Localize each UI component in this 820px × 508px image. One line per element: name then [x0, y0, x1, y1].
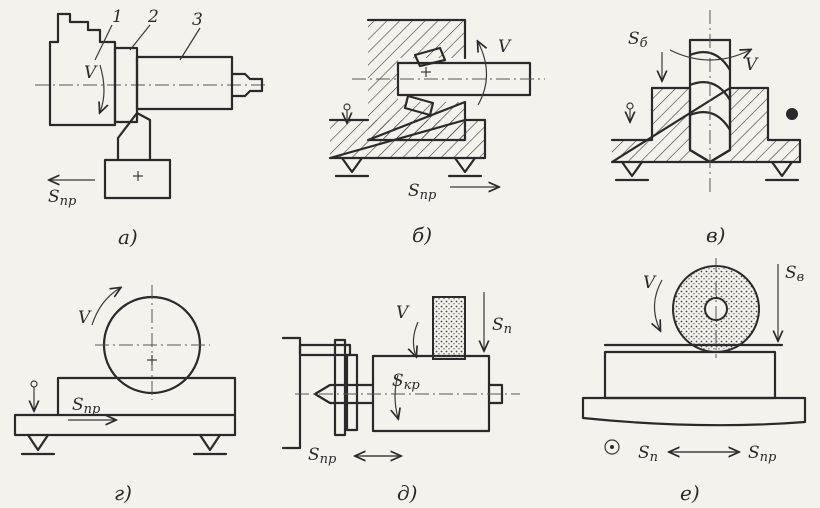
- leader-2: [129, 24, 151, 51]
- tool-holder: [103, 158, 172, 200]
- label-part-1: 1: [112, 7, 123, 27]
- right-center-d: [487, 383, 504, 405]
- clamp-dot-v: [786, 108, 798, 120]
- label-circ-feed-d: Sкр: [392, 371, 420, 393]
- cutter-top: [413, 46, 447, 68]
- table-g: [13, 413, 237, 437]
- driver-dog: [345, 353, 359, 432]
- label-feed-v: Sб: [628, 29, 648, 51]
- part-hatch-left: [612, 88, 690, 162]
- label-feed-b: Sпр: [408, 181, 437, 203]
- caption-b: б): [412, 223, 432, 247]
- label-velocity-a: V: [84, 63, 98, 83]
- part-hatch-right: [730, 88, 800, 162]
- chuck: [48, 12, 117, 127]
- leader-3: [179, 27, 201, 61]
- panel-v-drilling: Sб V в): [610, 10, 802, 247]
- support-left-v: [614, 160, 650, 182]
- part-outline-v: [610, 86, 802, 164]
- cross-feed-symbol-ring: [604, 439, 620, 455]
- rotation-arrow-a: [100, 64, 104, 112]
- boring-bar: [396, 61, 532, 97]
- rotation-arrow-v: [669, 50, 750, 61]
- support-left-b: [334, 156, 370, 178]
- grinding-wheel-d: [432, 296, 466, 360]
- caption-a: а): [118, 225, 138, 249]
- label-cross-feed-e: Sп: [638, 443, 658, 465]
- panel-a-turning: 1 2 3 V Sпр а): [35, 7, 265, 249]
- label-long-feed-d: Sпр: [308, 445, 337, 467]
- caption-d: д): [397, 481, 417, 505]
- leader-1: [94, 24, 113, 61]
- label-feed-a: Sпр: [48, 187, 77, 209]
- panel-b-boring: V Sпр б): [328, 18, 545, 247]
- label-vertical-feed-e: Sв: [785, 263, 804, 285]
- support-right-v: [764, 160, 800, 182]
- caption-e: е): [680, 481, 700, 505]
- clamp-ring-b: [343, 103, 351, 111]
- label-velocity-d: V: [396, 303, 410, 323]
- tailstock-center: [230, 72, 264, 98]
- label-long-feed-e: Sпр: [748, 443, 777, 465]
- support-right-g: [192, 433, 228, 456]
- rotation-arrow-g: [91, 288, 120, 326]
- label-velocity-e: V: [643, 273, 657, 293]
- workpiece-body: [135, 55, 234, 111]
- panel-e-surface-grinding: V Sв Sп Sпр е): [581, 258, 807, 505]
- table-e: [581, 396, 807, 427]
- circular-feed-arrow: [395, 374, 398, 418]
- support-left-g: [20, 433, 56, 456]
- support-right-b: [447, 156, 483, 178]
- label-part-3: 3: [192, 10, 203, 30]
- panel-g-milling: V Sпр г): [13, 285, 237, 505]
- clamp-ring-v: [626, 102, 634, 110]
- caption-g: г): [114, 481, 132, 505]
- label-feed-g: Sпр: [72, 395, 101, 417]
- clamp-ring-g: [30, 380, 38, 388]
- label-velocity-v: V: [745, 55, 759, 75]
- drill-flutes: [688, 51, 732, 132]
- label-velocity-b: V: [498, 37, 512, 57]
- workpiece-e: [603, 350, 777, 400]
- drill-body: [688, 38, 732, 164]
- label-part-2: 2: [147, 7, 159, 27]
- headstock-d: [281, 336, 302, 450]
- label-velocity-g: V: [78, 308, 92, 328]
- drive-plate: [298, 343, 352, 357]
- panel-d-grinding: V Sп Sкр Sпр д): [281, 292, 520, 505]
- rotation-arrow-e: [654, 279, 663, 330]
- caption-v: в): [706, 223, 725, 247]
- rotation-arrow-b: [478, 42, 487, 106]
- workpiece-g: [56, 376, 237, 417]
- label-cross-feed-d: Sп: [492, 315, 512, 337]
- cutting-tool-tip: [116, 111, 152, 162]
- driver-disc: [333, 338, 347, 437]
- rotation-arrow-d: [413, 321, 419, 356]
- cross-feed-symbol-dot: [610, 445, 614, 449]
- cutter-bottom: [403, 94, 435, 117]
